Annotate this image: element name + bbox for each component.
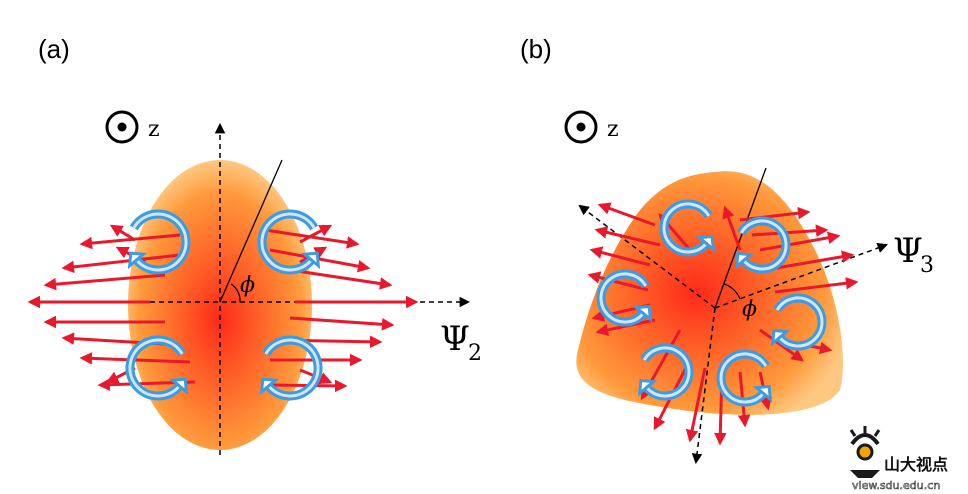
panel-a-z-label: z: [148, 117, 160, 142]
panel-a-label: (a): [38, 34, 70, 64]
watermark-url: view.sdu.edu.cn: [852, 479, 940, 492]
watermark: 山大视点 view.sdu.edu.cn: [849, 426, 948, 492]
watermark-logo-icon: [849, 426, 881, 478]
panel-b-flow-arrow: [751, 224, 829, 237]
panel-b-flow-arrow: [759, 231, 841, 252]
panel-b-flow-arrow: [685, 367, 707, 443]
panel-b-psi-symbol: Ψ: [893, 231, 923, 271]
panel-a-phi-label: ϕ: [240, 273, 255, 298]
panel-b-vortex: [659, 199, 716, 257]
panel-b-label: (b): [520, 34, 552, 64]
panel-b-flow-arrow: [722, 205, 742, 251]
panel-a-vortex: [259, 335, 323, 401]
panel-b-psi-subscript: 3: [920, 253, 934, 278]
panel-b-phi-arc: [723, 283, 741, 300]
panel-a-vortex: [127, 209, 191, 275]
panel-a-psi-symbol: Ψ: [440, 319, 470, 359]
panel-b-phi-line: [714, 167, 767, 309]
panel-b-vortices: [596, 199, 827, 407]
watermark-text: 山大视点: [884, 455, 948, 474]
panel-a-flow-arrow: [79, 352, 191, 365]
panel-a-flow-arrow: [61, 253, 181, 274]
panel-b-flow-arrow: [589, 246, 651, 267]
panel-a-vortex: [257, 209, 321, 275]
panel-b-flow-arrow: [759, 328, 805, 362]
panel-a-flow-arrow: [109, 224, 136, 242]
panel-a-vortex: [125, 335, 189, 401]
panel-b-flow-arrow: [594, 226, 661, 247]
panel-a-flow-arrow: [299, 224, 333, 244]
panel-b-vortex: [770, 293, 827, 351]
panel-a-phi-line: [219, 159, 283, 303]
panel-b: (b) z ϕ Ψ 3: [520, 34, 934, 465]
z-out-of-page-icon: [105, 110, 139, 144]
panel-b-axis-down: [691, 307, 716, 465]
panel-b-vortex: [596, 269, 653, 327]
panel-a-flow-arrow: [289, 316, 395, 331]
panel-b-phi-label: ϕ: [742, 297, 757, 322]
panel-a-phi-arc: [230, 283, 241, 303]
panel-a-flow-arrow: [289, 268, 393, 290]
panel-b-z-label: z: [607, 117, 619, 142]
panel-b-flow-arrow: [587, 271, 649, 292]
panel-a-psi-subscript: 2: [468, 341, 482, 366]
panel-a-vortices: [125, 209, 323, 401]
panel-b-vortex: [734, 216, 791, 274]
z-out-of-page-icon: [564, 110, 598, 144]
panel-b-vortex: [637, 343, 694, 401]
panel-a: (a) z ϕ Ψ 2: [27, 34, 482, 455]
panel-b-fireball: [576, 171, 843, 415]
panel-b-axis-right: [714, 242, 888, 309]
panel-b-flow-arrows: [587, 202, 859, 446]
panel-a-flow-arrow: [43, 273, 166, 291]
panel-b-axis-upper-left: [578, 204, 716, 309]
panel-a-flow-arrow: [79, 233, 181, 250]
panel-b-vortex: [716, 349, 773, 407]
panel-b-flow-arrow: [774, 276, 859, 294]
panel-b-flow-arrow: [597, 202, 656, 227]
